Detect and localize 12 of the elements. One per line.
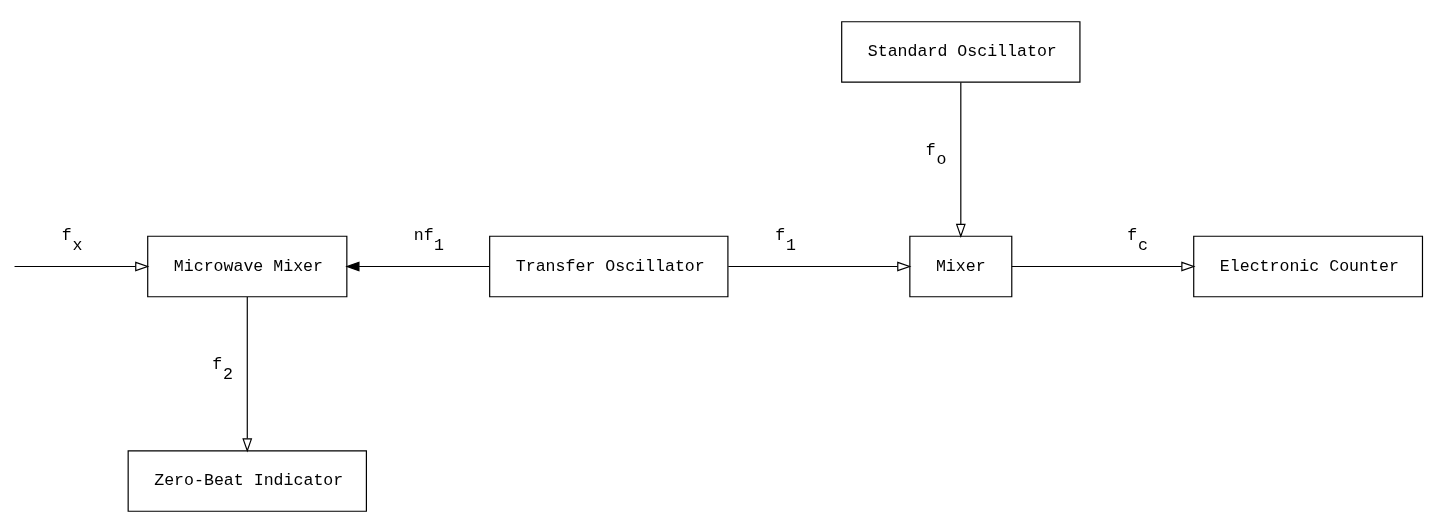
arrow <box>727 261 912 271</box>
node-box: Microwave Mixer <box>147 235 348 297</box>
node-box: Zero-Beat Indicator <box>127 449 367 512</box>
node-box: Standard Oscillator <box>841 20 1081 83</box>
node-box: Electronic Counter <box>1193 235 1424 297</box>
arrow <box>1011 261 1196 271</box>
arrow <box>13 261 150 271</box>
arrow <box>955 81 966 238</box>
node-box: Mixer <box>909 235 1013 297</box>
node-box: Transfer Oscillator <box>489 235 729 297</box>
arrow <box>242 295 253 453</box>
arrow <box>345 261 491 271</box>
